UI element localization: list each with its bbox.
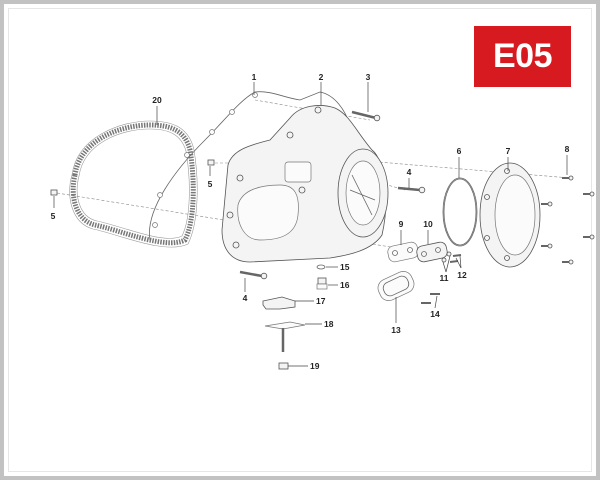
nut-part-19: [278, 362, 289, 370]
callout-11: 11: [440, 273, 449, 283]
callout-8: 8: [565, 144, 570, 154]
screws-part-8: [541, 175, 595, 265]
section-code-badge: E05: [474, 26, 571, 87]
nut-part-5a: [207, 159, 215, 166]
nut-part-5b: [50, 189, 58, 196]
callout-12: 12: [457, 270, 467, 280]
washer-part-11: [446, 251, 452, 257]
plate-part-10: [416, 241, 448, 263]
callout-6: 6: [457, 146, 462, 156]
clamp-part-18: [264, 321, 306, 352]
callout-labels: 1 2 3 4 4 5 5 6 7 8 9 10 11 12 13 14 15 …: [51, 72, 570, 371]
callout-5-right: 5: [208, 179, 213, 189]
o-ring-part-15: [316, 264, 326, 270]
callout-13: 13: [391, 325, 401, 335]
callout-17: 17: [316, 296, 326, 306]
screws-part-12: [449, 254, 462, 263]
callout-9: 9: [399, 219, 404, 229]
inspection-gasket-part: [377, 271, 415, 301]
callout-2: 2: [319, 72, 324, 82]
bolt-part-4a: [397, 186, 426, 194]
leader-lines: [53, 82, 568, 367]
callout-16: 16: [340, 280, 350, 290]
bolt-part-3: [351, 110, 381, 122]
o-ring-part: [442, 177, 478, 247]
bracket-part-17: [262, 296, 296, 310]
screws-part-14: [421, 293, 440, 304]
callout-14: 14: [430, 309, 440, 319]
callout-18: 18: [324, 319, 334, 329]
callout-4-lower: 4: [243, 293, 248, 303]
bolt-part-4b: [239, 270, 268, 280]
primary-cover-part: [221, 105, 389, 263]
callout-20: 20: [152, 95, 162, 105]
callout-4-upper: 4: [407, 167, 412, 177]
callout-5-left: 5: [51, 211, 56, 221]
plate-part-9: [387, 241, 419, 263]
callout-15: 15: [340, 262, 350, 272]
callout-7: 7: [506, 146, 511, 156]
derby-cover-part: [479, 162, 541, 268]
primary-chain-part: [69, 120, 198, 248]
callout-1: 1: [252, 72, 257, 82]
callout-10: 10: [423, 219, 433, 229]
gasket-part: [149, 91, 351, 241]
callout-19: 19: [310, 361, 320, 371]
plug-part-16: [316, 277, 328, 290]
callout-3: 3: [366, 72, 371, 82]
section-code-text: E05: [493, 37, 553, 75]
diagram-frame-inner: [8, 8, 592, 472]
